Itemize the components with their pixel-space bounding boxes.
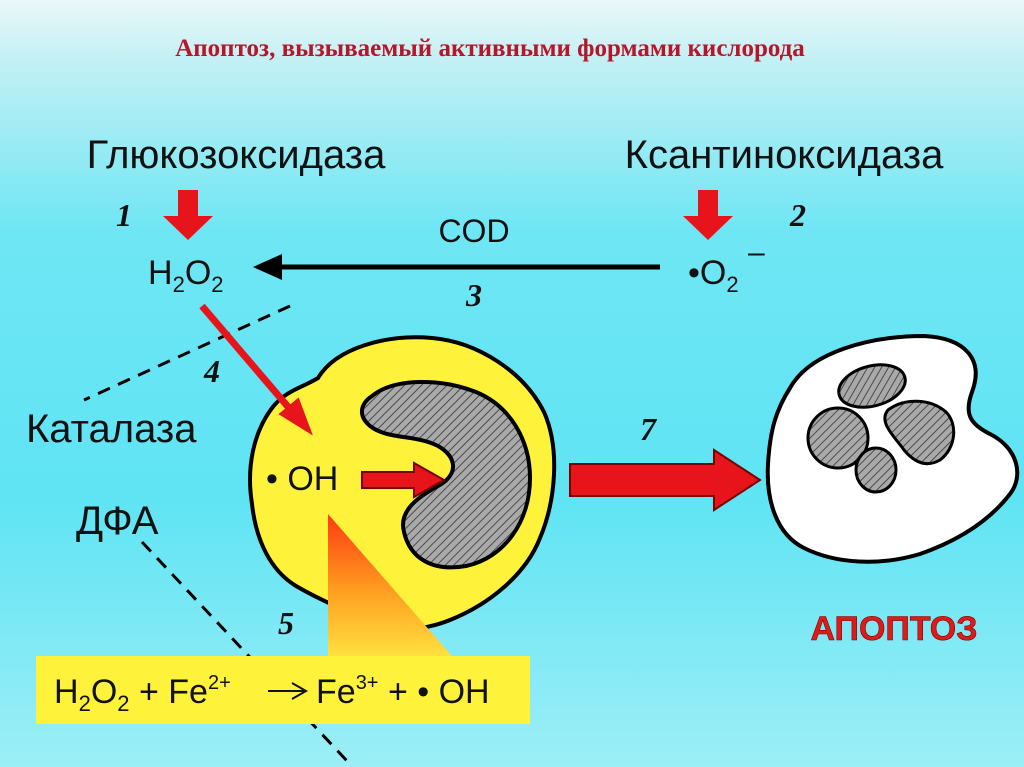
oh-radical-label: • OH (266, 460, 338, 498)
arrow-h2o2-to-oh-shaft (199, 303, 292, 411)
xanthine-oxidase-label: Ксантиноксидаза (625, 133, 944, 177)
catalase-dashed-line (83, 304, 291, 402)
reaction-arrow-head (291, 682, 309, 700)
arrow-xanthine-to-superoxide (683, 190, 733, 240)
apoptotic-cell (765, 333, 1020, 564)
superoxide-charge: – (748, 236, 765, 269)
superoxide-label: •O2 (688, 254, 739, 297)
arrow-glucose-to-h2o2 (163, 190, 213, 240)
glucose-oxidase-label: Глюкозоксидаза (87, 133, 386, 177)
apoptosis-label: АПОПТОЗ (810, 610, 977, 648)
arrow-h2o2-to-oh-head (278, 397, 313, 436)
step-number-2: 2 (789, 197, 806, 233)
apoptotic-body-4 (854, 446, 898, 494)
fenton-products-text: Fe3+ + • OH (316, 672, 490, 711)
apoptotic-body-3 (806, 406, 870, 470)
step-number-3: 3 (465, 277, 482, 313)
h2o2-label: H2O2 (148, 254, 224, 297)
dfa-dashed-line (140, 540, 350, 764)
step-number-7: 7 (640, 411, 658, 447)
apoptotic-body-2 (883, 399, 956, 466)
reaction-cone (328, 514, 452, 656)
cod-label: COD (438, 213, 509, 249)
apoptotic-body-1 (837, 363, 907, 409)
step-number-1: 1 (116, 197, 132, 233)
fenton-reaction-text: H2O2 + Fe2+ (54, 672, 231, 716)
catalase-label: Каталаза (26, 407, 197, 451)
arrow-to-apoptosis (569, 448, 762, 512)
cell-nucleus (360, 379, 533, 570)
step-number-5: 5 (278, 605, 294, 641)
page-title: Апоптоз, вызываемый активными формами ки… (175, 35, 805, 62)
arrow-superoxide-to-h2o2-head (253, 254, 282, 280)
arrow-oh-to-nucleus (361, 461, 447, 499)
dfa-label: ДФА (76, 499, 159, 543)
step-number-4: 4 (203, 353, 220, 389)
